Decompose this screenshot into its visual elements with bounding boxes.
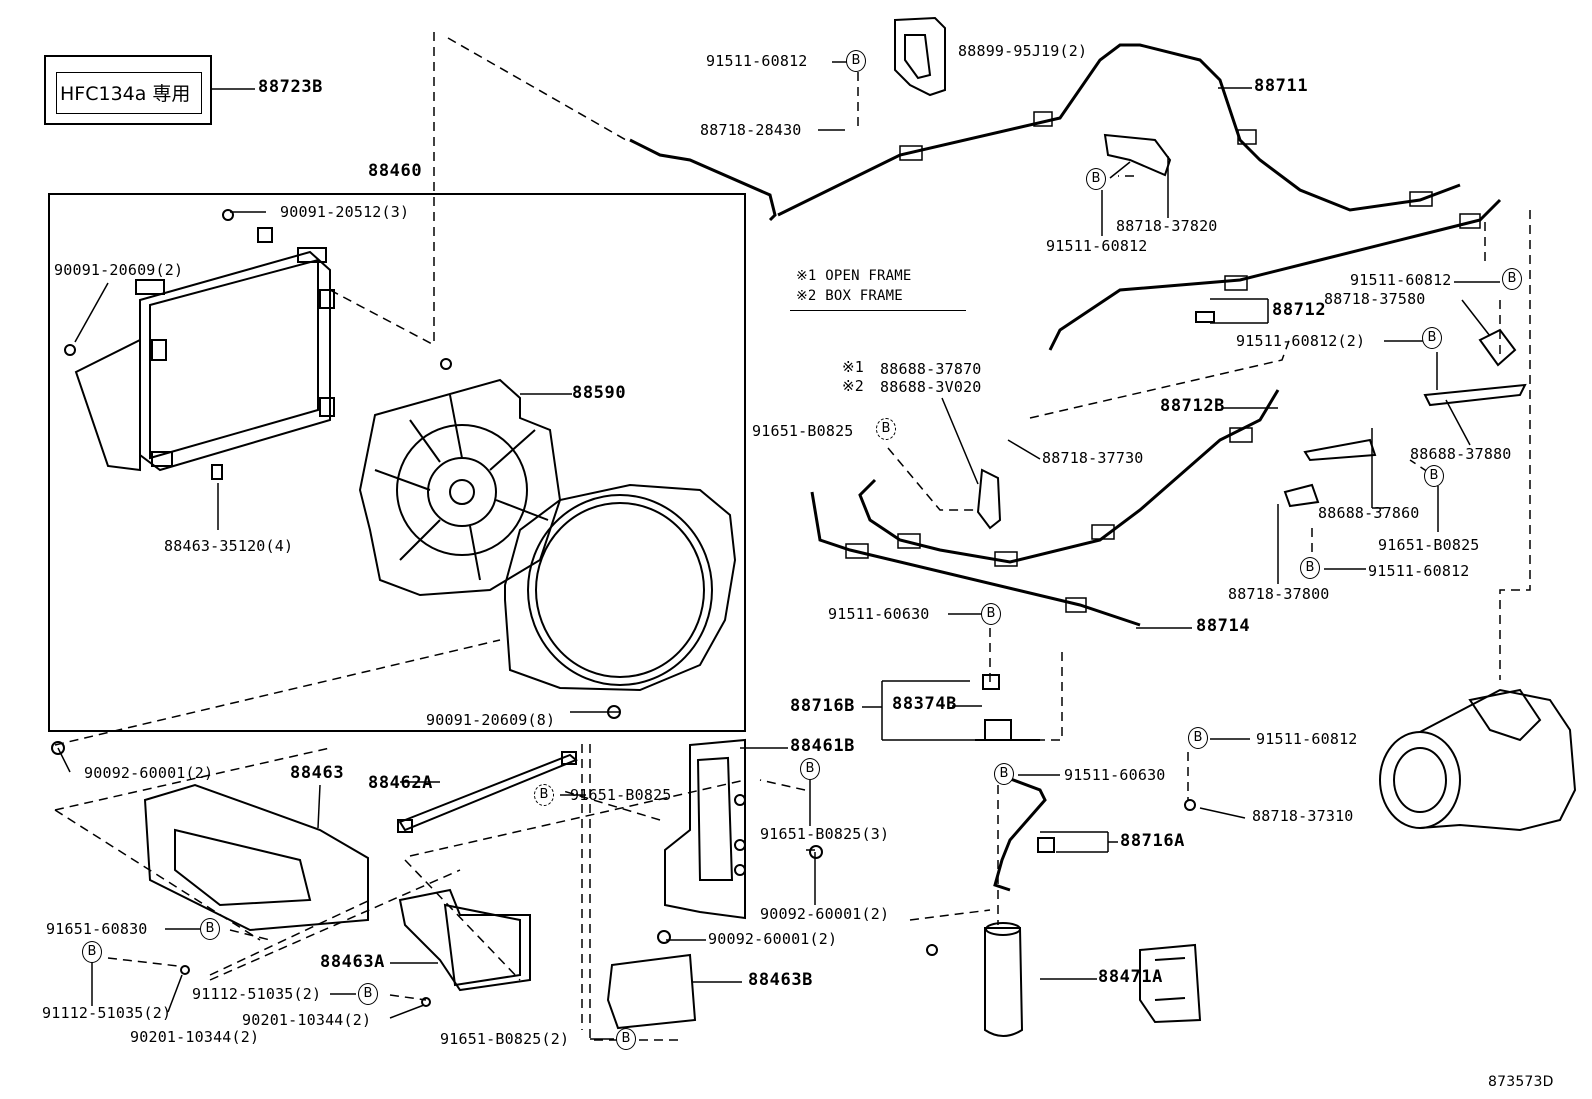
part-label-90091-20609-8: 90091-20609(8) bbox=[426, 711, 556, 729]
part-label-91651-b0825-b: 91651-B0825 bbox=[1378, 536, 1480, 554]
bolt-marker: B bbox=[876, 418, 896, 440]
part-label-88374b: 88374B bbox=[892, 694, 958, 714]
bolt-marker: B bbox=[534, 784, 554, 806]
part-label-91112-51035-a: 91112-51035(2) bbox=[42, 1004, 172, 1022]
bolt-marker: B bbox=[846, 50, 866, 72]
bolt-marker: B bbox=[1300, 557, 1320, 579]
part-label-88712b: 88712B bbox=[1160, 396, 1226, 416]
part-label-90091-20609-2: 90091-20609(2) bbox=[54, 261, 184, 279]
part-label-88462a: 88462A bbox=[368, 773, 434, 793]
part-label-91511-60812-e: 91511-60812 bbox=[1256, 730, 1358, 748]
part-label-88688-37860: 88688-37860 bbox=[1318, 504, 1420, 522]
part-label-88716a: 88716A bbox=[1120, 831, 1186, 851]
part-label-91651-b0825-c: 91651-B0825 bbox=[570, 786, 672, 804]
legend-box-frame: ※2 BOX FRAME bbox=[796, 288, 903, 304]
part-label-88718-37730: 88718-37730 bbox=[1042, 449, 1144, 467]
part-label-90201-10344-b: 90201-10344(2) bbox=[242, 1011, 372, 1029]
part-label-91651-b0825-a: 91651-B0825 bbox=[752, 422, 854, 440]
part-label-88718-28430: 88718-28430 bbox=[700, 121, 802, 139]
part-label-90092-60001-a: 90092-60001(2) bbox=[84, 764, 214, 782]
bolt-marker: B bbox=[800, 758, 820, 780]
part-label-88590: 88590 bbox=[572, 383, 627, 403]
bolt-marker: B bbox=[1502, 268, 1522, 290]
warning-label-inner-frame: HFC134a 専用 bbox=[56, 72, 202, 114]
refrigerant-warning-label: HFC134a 専用 bbox=[44, 55, 212, 125]
part-label-90092-60001-b: 90092-60001(2) bbox=[760, 905, 890, 923]
part-label-91112-51035-b: 91112-51035(2) bbox=[192, 985, 322, 1003]
part-label-88688-3v020-mark: ※2 bbox=[842, 377, 864, 395]
part-label-88714: 88714 bbox=[1196, 616, 1251, 636]
part-label-91651-b0825-3: 91651-B0825(3) bbox=[760, 825, 890, 843]
part-label-88899-95j19: 88899-95J19(2) bbox=[958, 42, 1088, 60]
bolt-marker: B bbox=[616, 1028, 636, 1050]
part-label-88463-35120: 88463-35120(4) bbox=[164, 537, 294, 555]
part-label-88718-37820: 88718-37820 bbox=[1116, 217, 1218, 235]
diagram-id: 873573D bbox=[1488, 1074, 1554, 1090]
part-label-88688-37870: 88688-37870 bbox=[880, 360, 982, 378]
bolt-marker: B bbox=[1424, 465, 1444, 487]
part-label-91651-b0825-2: 91651-B0825(2) bbox=[440, 1030, 570, 1048]
part-label-90201-10344-a: 90201-10344(2) bbox=[130, 1028, 260, 1046]
part-label-88688-3v020: 88688-3V020 bbox=[880, 378, 982, 396]
bolt-marker: B bbox=[1188, 727, 1208, 749]
bolt-marker: B bbox=[994, 763, 1014, 785]
part-label-88463: 88463 bbox=[290, 763, 345, 783]
part-label-88463b: 88463B bbox=[748, 970, 814, 990]
bolt-marker: B bbox=[82, 941, 102, 963]
part-label-88688-37880: 88688-37880 bbox=[1410, 445, 1512, 463]
part-label-88688-37870-mark: ※1 bbox=[842, 358, 864, 376]
part-label-91651-60830: 91651-60830 bbox=[46, 920, 148, 938]
bolt-marker: B bbox=[1086, 168, 1106, 190]
bolt-marker: B bbox=[1422, 327, 1442, 349]
part-label-90092-60001-c: 90092-60001(2) bbox=[708, 930, 838, 948]
part-label-88723b: 88723B bbox=[258, 77, 324, 97]
part-label-88461b: 88461B bbox=[790, 736, 856, 756]
part-label-88718-37800: 88718-37800 bbox=[1228, 585, 1330, 603]
bolt-marker: B bbox=[981, 603, 1001, 625]
part-label-91511-60812-top: 91511-60812 bbox=[706, 52, 808, 70]
part-label-91511-60812-right: 91511-60812 bbox=[1350, 271, 1452, 289]
part-label-90091-20512: 90091-20512(3) bbox=[280, 203, 410, 221]
part-label-88716b: 88716B bbox=[790, 696, 856, 716]
part-label-88460: 88460 bbox=[368, 161, 423, 181]
legend-underline bbox=[790, 310, 966, 311]
part-label-88711: 88711 bbox=[1254, 76, 1309, 96]
condenser-assembly-frame bbox=[48, 193, 746, 732]
part-label-88718-37310: 88718-37310 bbox=[1252, 807, 1354, 825]
part-label-88718-37580: 88718-37580 bbox=[1324, 290, 1426, 308]
part-label-91511-60812-mid: 91511-60812 bbox=[1046, 237, 1148, 255]
part-label-88471a: 88471A bbox=[1098, 967, 1164, 987]
part-label-91511-60630-a: 91511-60630 bbox=[828, 605, 930, 623]
legend-open-frame: ※1 OPEN FRAME bbox=[796, 268, 912, 284]
part-label-88712: 88712 bbox=[1272, 300, 1327, 320]
part-label-88463a: 88463A bbox=[320, 952, 386, 972]
bolt-marker: B bbox=[200, 918, 220, 940]
bolt-marker: B bbox=[358, 983, 378, 1005]
warning-label-text: HFC134a 専用 bbox=[60, 83, 191, 105]
part-label-91511-60812-d: 91511-60812 bbox=[1368, 562, 1470, 580]
part-label-91511-60812-2: 91511-60812(2) bbox=[1236, 332, 1366, 350]
part-label-91511-60630-b: 91511-60630 bbox=[1064, 766, 1166, 784]
